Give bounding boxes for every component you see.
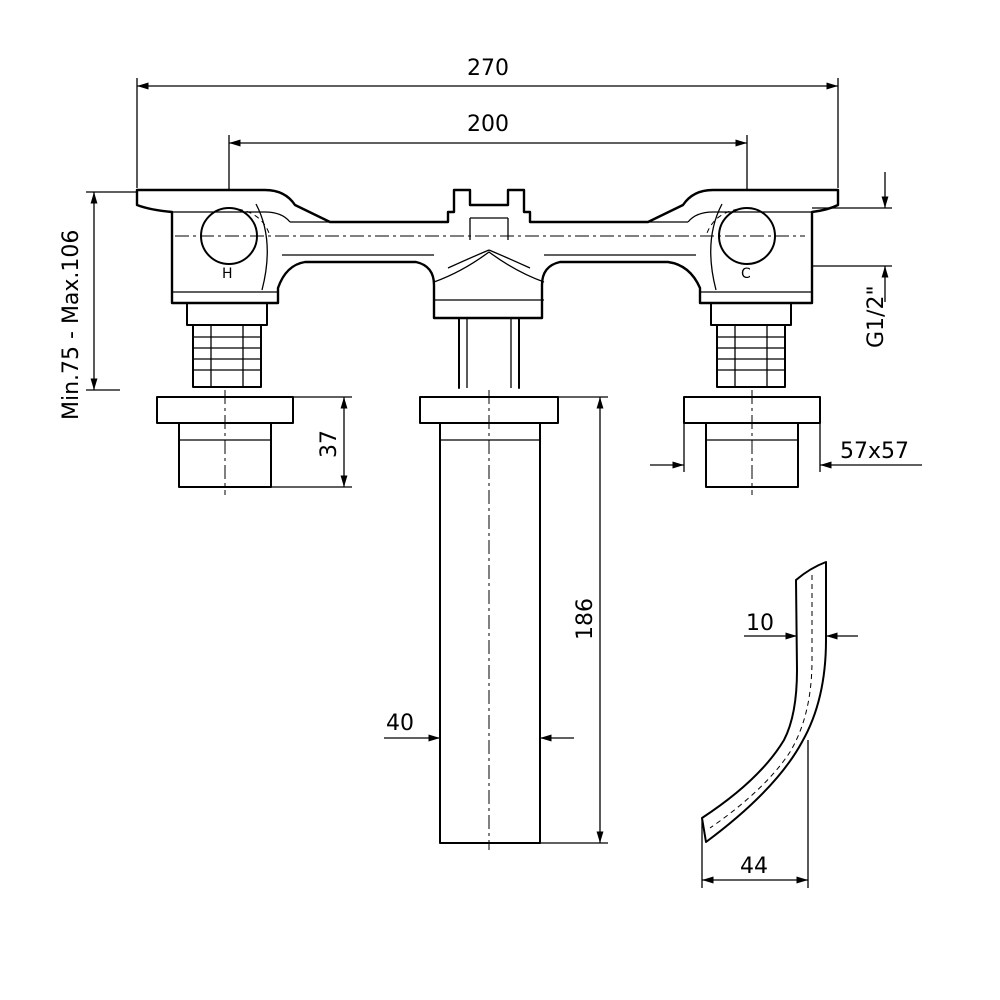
dimension-handle-thickness: 10: [744, 611, 858, 640]
valve-body: [135, 188, 840, 320]
dimension-wall-depth: Min.75 - Max.106: [59, 191, 137, 420]
dimension-spout-length: 186: [540, 396, 608, 844]
spout: [419, 390, 559, 850]
spout-stem: [458, 317, 520, 389]
dimension-rosette-size: 57x57: [650, 423, 922, 472]
dimension-spout-width: 40: [384, 711, 574, 742]
wall-depth-label: Min.75 - Max.106: [59, 230, 84, 420]
dimension-thread: G1/2": [812, 172, 892, 348]
dimension-handle-reach: 44: [701, 740, 809, 888]
handle-reach-label: 44: [740, 854, 768, 879]
cold-threaded-connector: [710, 302, 792, 388]
rosette-depth-label: 37: [317, 430, 342, 458]
hot-threaded-connector: [186, 302, 268, 388]
overall-width-label: 270: [467, 56, 509, 81]
dimension-overall-width: 270: [136, 56, 839, 188]
thread-label: G1/2": [864, 285, 889, 348]
rosette-size-label: 57x57: [840, 439, 909, 464]
hot-mark-label: H: [222, 266, 233, 282]
dimension-rosette-depth: 37: [271, 396, 352, 488]
valve-spacing-label: 200: [467, 112, 509, 137]
cold-handle-rosette: [683, 390, 821, 495]
handle-thickness-label: 10: [746, 611, 774, 636]
dimension-valve-spacing: 200: [228, 112, 748, 238]
cold-mark-label: C: [741, 266, 751, 282]
spout-length-label: 186: [573, 598, 598, 640]
hot-handle-rosette: [156, 390, 294, 495]
handle-lever-profile: [701, 561, 827, 843]
spout-width-label: 40: [386, 711, 414, 736]
